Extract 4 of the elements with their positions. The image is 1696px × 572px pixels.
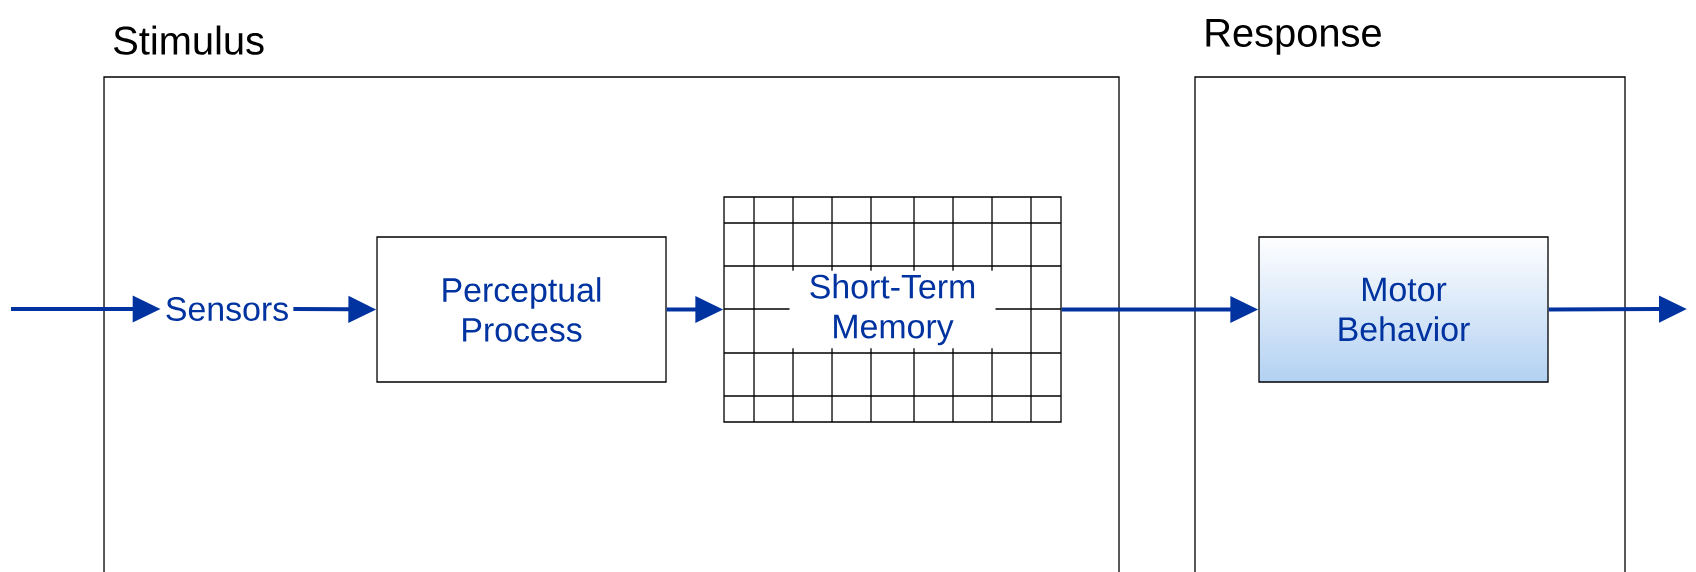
process-box: Motor Behavior [1258, 236, 1549, 383]
memory-grid-box: Short-Term Memory [723, 196, 1062, 423]
node-label: Sensors [166, 297, 288, 321]
process-box: Perceptual Process [376, 236, 667, 383]
